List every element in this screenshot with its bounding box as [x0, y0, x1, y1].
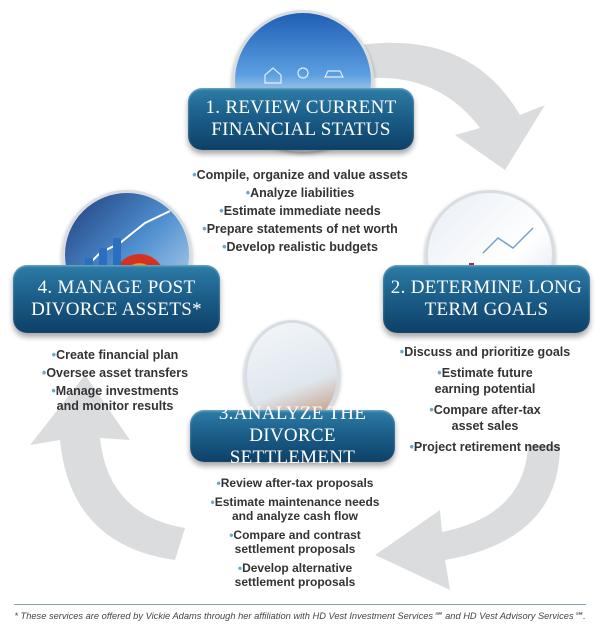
arrow-step2-to-step3	[375, 445, 560, 590]
arrow-step3-to-step4	[30, 375, 185, 560]
step2-bullets: Discuss and prioritize goals Estimate fu…	[385, 344, 585, 455]
bullet-item: Estimate future	[385, 365, 585, 382]
step4-title-line2: DIVORCE ASSETS*	[31, 299, 202, 320]
bullet-item: and monitor results	[56, 399, 174, 413]
step3-bullets: Review after-tax proposals Estimate main…	[190, 476, 400, 590]
bullet-item: Review after-tax proposals	[190, 476, 400, 491]
step3-title-line1: 3.ANALYZE THE DIVORCE	[218, 403, 367, 446]
step3-title-line2: SETTLEMENT	[229, 447, 356, 468]
step1-title-box: 1. REVIEW CURRENT FINANCIAL STATUS	[188, 88, 414, 150]
bullet-item: Estimate immediate needs	[160, 202, 440, 220]
step4-bullets: Create financial plan Oversee asset tran…	[20, 346, 210, 415]
bullet-item: Estimate maintenance needs	[190, 495, 400, 510]
bullet-item: Project retirement needs	[385, 439, 585, 456]
bullet-item: settlement proposals	[234, 575, 356, 589]
step4-title-line1: 4. MANAGE POST	[37, 277, 196, 298]
bullet-item: Compile, organize and value assets	[160, 166, 440, 184]
bullet-item: Develop realistic budgets	[160, 238, 440, 256]
bullet-item: Compare and contrast	[190, 528, 400, 543]
bullet-item: Manage investments	[20, 382, 210, 400]
step2-title-box: 2. DETERMINE LONG TERM GOALS	[383, 265, 590, 333]
bullet-item: asset sales	[451, 419, 519, 433]
step1-title-line2: FINANCIAL STATUS	[211, 119, 391, 140]
bullet-item: Oversee asset transfers	[20, 364, 210, 382]
bullet-item: Compare after-tax	[385, 402, 585, 419]
step1-title-line1: 1. REVIEW CURRENT	[205, 97, 397, 118]
bullet-item: and analyze cash flow	[231, 509, 359, 523]
step2-title-line2: TERM GOALS	[424, 299, 549, 320]
step1-bullets: Compile, organize and value assets Analy…	[160, 166, 440, 256]
bullet-item: Develop alternative	[190, 561, 400, 576]
bullet-item: earning potential	[434, 382, 536, 396]
bullet-item: Discuss and prioritize goals	[385, 344, 585, 361]
step3-title-box: 3.ANALYZE THE DIVORCE SETTLEMENT	[190, 403, 395, 468]
bullet-item: Prepare statements of net worth	[160, 220, 440, 238]
footer-disclaimer: * These services are offered by Vickie A…	[14, 611, 586, 621]
bullet-item: Create financial plan	[20, 346, 210, 364]
arrow-step1-to-step2	[360, 42, 545, 170]
step2-title-line1: 2. DETERMINE LONG	[390, 277, 583, 298]
bullet-item: Analyze liabilities	[160, 184, 440, 202]
step4-title-box: 4. MANAGE POST DIVORCE ASSETS*	[13, 265, 220, 333]
footer-divider	[14, 604, 586, 605]
bullet-item: settlement proposals	[234, 542, 356, 556]
